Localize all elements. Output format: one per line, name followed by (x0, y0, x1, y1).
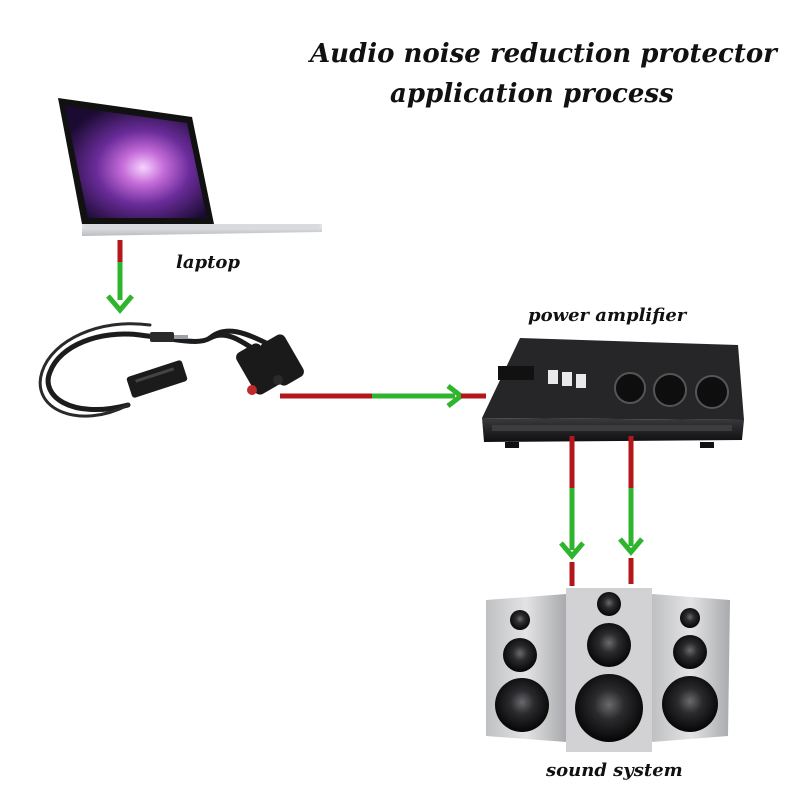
noise-protector-cable-image (38, 322, 304, 418)
title-line-2: application process (390, 79, 674, 109)
signal-path-protector-to-amplifier (280, 384, 486, 408)
signal-path-amplifier-to-speakers-right (618, 436, 644, 584)
signal-path-amplifier-to-speakers-left (559, 436, 585, 586)
speakers-label: sound system (546, 760, 683, 781)
speakers-image (486, 588, 730, 752)
amplifier-label: power amplifier (528, 305, 687, 326)
signal-path-laptop-to-protector (106, 240, 134, 314)
title-line-1: Audio noise reduction protector (310, 39, 777, 69)
laptop-image (58, 98, 322, 236)
amplifier-image (482, 338, 744, 448)
laptop-label: laptop (176, 252, 240, 273)
diagram-title: Audio noise reduction protector applicat… (310, 34, 780, 114)
